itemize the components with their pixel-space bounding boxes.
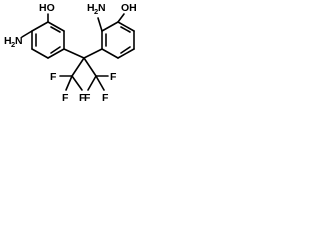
label-f-2: F <box>62 92 69 104</box>
bond-cf-right-3 <box>95 75 105 91</box>
bond-center-cf3-right <box>83 57 97 77</box>
bond <box>101 21 119 32</box>
label-f-1: F <box>50 71 57 83</box>
label-sub-left: 2 <box>11 40 15 49</box>
left-benzene-ring <box>31 21 65 59</box>
right-benzene-ring <box>101 21 135 59</box>
double-bond <box>50 26 61 33</box>
bond <box>117 21 135 32</box>
label-f-4: F <box>110 71 117 83</box>
bond-nh2-left <box>21 30 33 38</box>
bond-center-cf3-left <box>71 57 85 77</box>
atom-labels: HO H 2 N H 2 N OH F F F F F F <box>4 2 137 104</box>
label-oh-right: OH <box>121 2 137 14</box>
label-n-left: N <box>15 35 23 47</box>
bond <box>101 48 119 59</box>
label-f-5: F <box>84 92 91 104</box>
double-bond <box>120 26 131 33</box>
bond <box>47 48 65 59</box>
double-bond <box>120 46 131 54</box>
bond <box>47 21 65 32</box>
bond-nh2-right <box>97 17 103 32</box>
label-h-left: H <box>4 35 12 47</box>
label-f-3: F <box>79 92 86 104</box>
bond <box>31 21 49 32</box>
chemical-structure-diagram: HO H 2 N H 2 N OH F F F F F F <box>4 2 137 104</box>
bond-ring-left-center <box>63 48 85 59</box>
label-f-6: F <box>102 92 109 104</box>
bond <box>31 48 49 59</box>
bond-ring-right-center <box>83 48 103 59</box>
substituent-bonds <box>21 13 125 91</box>
bond-oh-right <box>117 13 125 23</box>
structure-canvas: HO H 2 N H 2 N OH F F F F F F <box>0 0 154 111</box>
label-h-right: H <box>87 2 95 14</box>
double-bond <box>50 46 61 54</box>
bond <box>117 48 135 59</box>
label-n-right: N <box>98 2 106 14</box>
bond-cf-left-3 <box>71 75 83 91</box>
label-sub-right: 2 <box>94 7 98 16</box>
label-oh-left: HO <box>39 2 55 14</box>
bond-cf-left-2 <box>65 75 73 91</box>
bond-cf-right-2 <box>87 75 97 91</box>
